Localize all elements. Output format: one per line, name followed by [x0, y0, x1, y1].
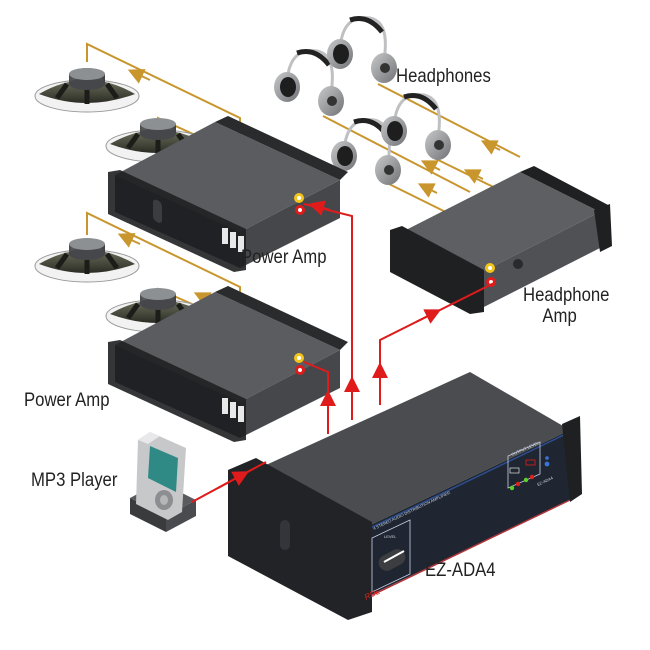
- level-label: LEVEL: [384, 534, 397, 539]
- led-green: [509, 485, 515, 491]
- led-red: [529, 474, 535, 480]
- speaker-icon: [34, 238, 140, 283]
- mp3-screen: [148, 446, 178, 492]
- power-amp-top-label: Power Amp: [241, 247, 327, 268]
- flow-arrow-icon: [127, 69, 151, 84]
- power-amp-bottom: [108, 286, 348, 442]
- headphones-label: Headphones: [396, 66, 491, 87]
- flow-arrow-icon: [415, 309, 442, 324]
- flow-arrow-icon: [117, 233, 141, 248]
- speaker-icon: [34, 68, 140, 113]
- headphone-amp-label-line1: Headphone: [523, 285, 610, 306]
- headphone-amp-label: Headphone Amp: [523, 285, 609, 328]
- front-panel: [360, 430, 570, 600]
- headphone-cables: [322, 83, 521, 225]
- flow-arrow-icon: [480, 140, 501, 155]
- headphones-icon: [381, 93, 451, 160]
- headphone-cable: [322, 115, 471, 193]
- level-knob[interactable]: [376, 546, 408, 573]
- headphones-icon: [327, 16, 397, 83]
- power-amp-bottom-label: Power Amp: [24, 390, 110, 411]
- flow-arrow-icon: [308, 200, 331, 216]
- headphone-amp-label-line2: Amp: [542, 306, 577, 328]
- power-led: [545, 456, 549, 460]
- headphones-icon: [331, 118, 401, 185]
- mp3-player-label: MP3 Player: [31, 470, 118, 491]
- headphones-icon: [274, 49, 344, 116]
- speaker-terminals: [222, 228, 244, 252]
- mp3-player: [130, 432, 196, 532]
- headphone-jack: [513, 259, 523, 269]
- input-signal-lines: [191, 200, 495, 503]
- model-tag: EZ-ADA4: [536, 475, 554, 487]
- status-led: [544, 461, 550, 467]
- flow-arrow-icon: [420, 160, 441, 175]
- ez-ada4-device: LEVEL 4 STEREO AUDIO DISTRIBUTION AMPLIF…: [228, 372, 582, 620]
- speaker-terminals: [222, 398, 244, 422]
- flow-arrow-icon: [463, 169, 484, 184]
- range-button[interactable]: [525, 459, 536, 466]
- led-red: [515, 481, 521, 487]
- ez-ada4-label: EZ-ADA4: [425, 560, 496, 581]
- range-button[interactable]: [509, 467, 520, 474]
- led-green: [523, 477, 529, 483]
- flow-arrow-icon: [217, 471, 250, 489]
- flow-arrow-icon: [417, 183, 438, 198]
- level-knob-section: LEVEL: [371, 519, 411, 593]
